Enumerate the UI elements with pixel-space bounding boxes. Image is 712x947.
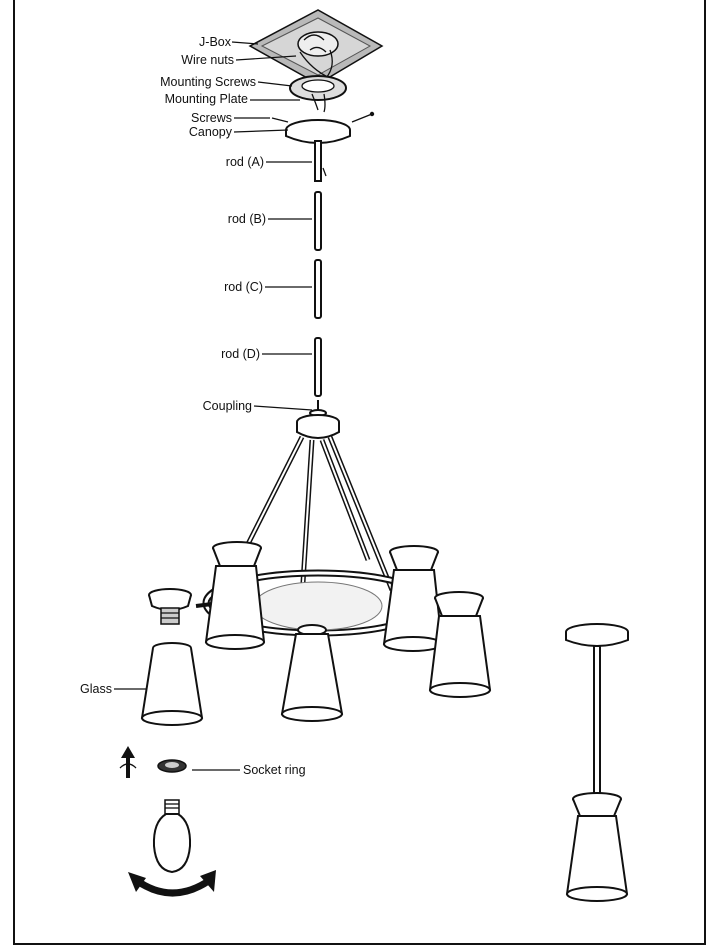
rod-a-part (314, 140, 327, 182)
shade-back-right (382, 545, 444, 652)
label-wire-nuts: Wire nuts (181, 53, 234, 67)
shade-back-left (204, 541, 266, 650)
rod-c-part (314, 259, 322, 319)
label-rod-d: rod (D) (221, 347, 260, 361)
label-rod-a: rod (A) (226, 155, 264, 169)
rod-b-part (314, 191, 322, 251)
label-jbox: J-Box (199, 35, 232, 49)
label-rod-c: rod (C) (224, 280, 263, 294)
label-canopy: Canopy (189, 125, 233, 139)
label-mounting-plate: Mounting Plate (165, 92, 248, 106)
mounting-plate-part (289, 75, 347, 113)
shade-front (280, 624, 344, 722)
light-bulb-icon (152, 799, 192, 874)
up-arrow-icon (119, 746, 137, 778)
bare-socket (148, 588, 213, 625)
socket-ring-part (157, 759, 187, 773)
rod-d-part (314, 337, 322, 397)
shade-right (428, 591, 492, 698)
leader-lines (114, 41, 313, 771)
label-glass: Glass (80, 682, 112, 696)
small-pendant-illustration (565, 623, 629, 902)
canopy-part (285, 119, 351, 144)
page-border (13, 0, 706, 945)
label-rod-b: rod (B) (228, 212, 266, 226)
glass-part (140, 642, 204, 726)
jbox-part (248, 9, 384, 85)
label-mounting-screws: Mounting Screws (160, 75, 256, 89)
hub-part (296, 414, 340, 439)
label-socket-ring: Socket ring (243, 763, 306, 777)
coupling-part (309, 400, 327, 417)
screws-part (271, 111, 375, 123)
rotate-arrow-icon (128, 870, 216, 897)
label-screws: Screws (191, 111, 232, 125)
label-coupling: Coupling (203, 399, 252, 413)
